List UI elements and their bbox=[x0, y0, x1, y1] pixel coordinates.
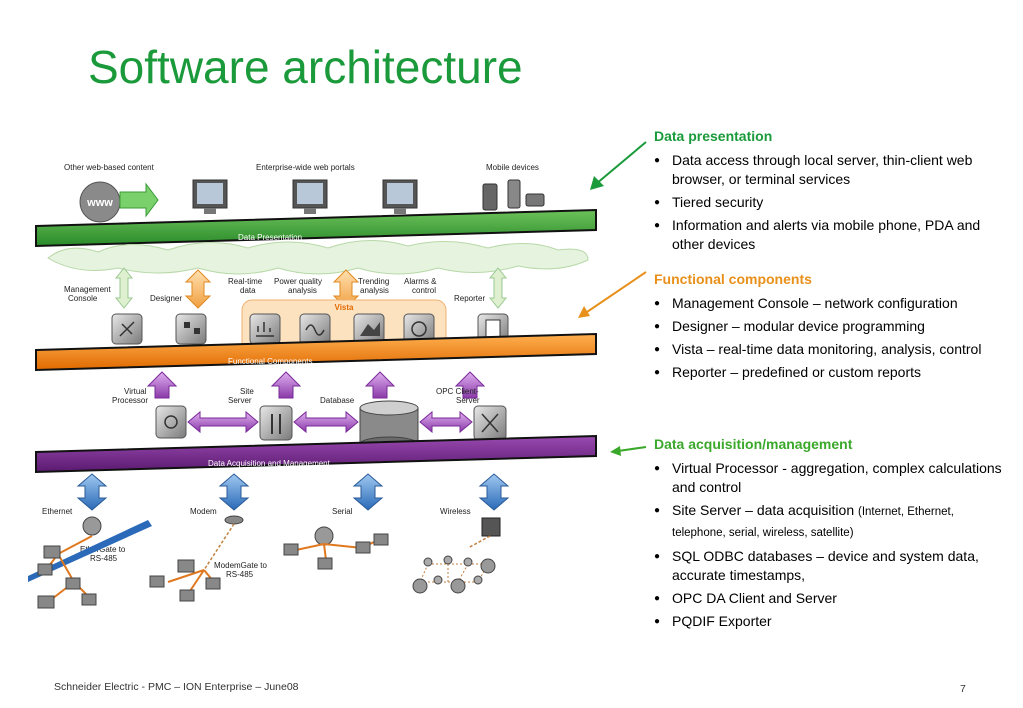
architecture-diagram: Other web-based content Enterprise-wide … bbox=[28, 163, 597, 609]
cube-site-server-icon bbox=[259, 405, 293, 441]
bullet-item: Tiered security bbox=[654, 193, 1004, 212]
svg-text:Data Presentation: Data Presentation bbox=[238, 233, 302, 242]
pointer-arrows bbox=[578, 141, 647, 456]
ethernet-network bbox=[28, 516, 152, 609]
arrow-purple-3 bbox=[364, 371, 396, 399]
modem-network bbox=[149, 515, 244, 602]
bullet-text: Site Server – data acquisition bbox=[672, 502, 858, 518]
bullet-note: (Internet, Ethernet, telephone, serial, … bbox=[672, 506, 954, 539]
arrow-green-reporter bbox=[488, 267, 508, 309]
arrow-horizontal-2 bbox=[293, 410, 359, 434]
label-mobile-devices: Mobile devices bbox=[486, 163, 539, 172]
label-reporter: Reporter bbox=[454, 294, 485, 303]
section-heading: Data presentation bbox=[654, 128, 773, 144]
slide-title: Software architecture bbox=[88, 41, 523, 93]
cloud-shape bbox=[47, 240, 589, 275]
mobile-devices-icon bbox=[482, 179, 545, 211]
section-data-presentation: Data presentation Data access through lo… bbox=[654, 127, 1004, 258]
bullet-item: OPC DA Client and Server bbox=[654, 589, 1004, 608]
section-data-acquisition: Data acquisition/management Virtual Proc… bbox=[654, 435, 1004, 635]
label-database: Database bbox=[320, 396, 355, 405]
bullet-item: SQL ODBC databases – device and system d… bbox=[654, 547, 1004, 585]
arrow-horizontal-3 bbox=[419, 410, 473, 434]
cube-virtual-processor-icon bbox=[155, 405, 187, 439]
section-functional-components: Functional components Management Console… bbox=[654, 270, 1004, 386]
label-modemgate-2: RS-485 bbox=[226, 570, 254, 579]
label-alarms-1: Alarms & bbox=[404, 277, 437, 286]
label-trending-1: Trending bbox=[358, 277, 389, 286]
arrow-orange-designer bbox=[184, 269, 212, 309]
label-power-quality-2: analysis bbox=[288, 286, 317, 295]
label-opc-2: Server bbox=[456, 396, 480, 405]
bullet-item: PQDIF Exporter bbox=[654, 612, 1004, 631]
section-heading: Functional components bbox=[654, 271, 812, 287]
cube-realtime-icon bbox=[249, 313, 281, 345]
wireless-network bbox=[412, 517, 501, 594]
label-trending-2: analysis bbox=[360, 286, 389, 295]
label-virtual-2: Processor bbox=[112, 396, 148, 405]
label-realtime-1: Real-time bbox=[228, 277, 263, 286]
arrow-purple-4 bbox=[454, 371, 486, 399]
label-wireless: Wireless bbox=[440, 507, 471, 516]
bullet-item: Data access through local server, thin-c… bbox=[654, 151, 1004, 189]
bullet-item: Reporter – predefined or custom reports bbox=[654, 363, 1004, 382]
monitor-icon bbox=[192, 179, 228, 214]
arrow-purple-1 bbox=[146, 371, 178, 399]
label-alarms-2: control bbox=[412, 286, 436, 295]
label-site-1: Site bbox=[240, 387, 254, 396]
arrow-blue-wireless bbox=[478, 473, 510, 511]
label-ethernet: Ethernet bbox=[42, 507, 73, 516]
label-vista: Vista bbox=[335, 303, 355, 312]
label-other-web-content: Other web-based content bbox=[64, 163, 155, 172]
page-number: 7 bbox=[960, 683, 966, 695]
label-modem: Modem bbox=[190, 507, 217, 516]
section-heading: Data acquisition/management bbox=[654, 436, 853, 452]
monitor-icon bbox=[382, 179, 418, 214]
label-power-quality-1: Power quality bbox=[274, 277, 322, 286]
bullet-item: Site Server – data acquisition (Internet… bbox=[654, 501, 1004, 543]
arrow-blue-ethernet bbox=[76, 473, 108, 511]
bullet-item: Vista – real-time data monitoring, analy… bbox=[654, 340, 1004, 359]
layer-functional-components: Functional Components bbox=[35, 332, 597, 372]
svg-text:www: www bbox=[86, 197, 113, 209]
cube-power-quality-icon bbox=[299, 313, 331, 345]
label-ethergate-2: RS-485 bbox=[90, 554, 118, 563]
arrow-pointer-leftgreen-icon bbox=[610, 446, 647, 456]
bullet-item: Management Console – network configurati… bbox=[654, 294, 1004, 313]
arrow-horizontal-1 bbox=[187, 410, 259, 434]
label-enterprise-portals: Enterprise-wide web portals bbox=[256, 163, 355, 172]
label-realtime-2: data bbox=[240, 286, 256, 295]
label-modemgate-1: ModemGate to bbox=[214, 561, 267, 570]
cube-designer-icon bbox=[175, 313, 207, 345]
layer-data-acquisition: Data Acquisition and Management bbox=[35, 434, 597, 474]
label-management-console-1: Management bbox=[64, 285, 111, 294]
arrow-blue-modem bbox=[218, 473, 250, 511]
bullet-item: Information and alerts via mobile phone,… bbox=[654, 216, 1004, 254]
cube-opc-icon bbox=[473, 405, 507, 441]
arrow-purple-2 bbox=[270, 371, 302, 399]
bullet-item: Virtual Processor - aggregation, complex… bbox=[654, 459, 1004, 497]
svg-text:Data Acquisition and Managemen: Data Acquisition and Management bbox=[208, 459, 331, 468]
bullet-item: Designer – modular device programming bbox=[654, 317, 1004, 336]
www-globe-icon: www bbox=[79, 181, 159, 223]
label-management-console-2: Console bbox=[68, 294, 98, 303]
label-ethergate-1: EtherGate to bbox=[80, 545, 126, 554]
label-opc-1: OPC Client- bbox=[436, 387, 479, 396]
footer-text: Schneider Electric - PMC – ION Enterpris… bbox=[54, 681, 299, 693]
arrow-pointer-green-icon bbox=[590, 141, 647, 190]
monitor-icon bbox=[292, 179, 328, 214]
cube-management-console-icon bbox=[111, 313, 143, 345]
layer-data-presentation: Data Presentation bbox=[35, 208, 597, 248]
label-serial: Serial bbox=[332, 507, 353, 516]
serial-network bbox=[283, 526, 389, 570]
arrow-blue-serial bbox=[352, 473, 384, 511]
label-site-2: Server bbox=[228, 396, 252, 405]
arrow-green-mgmt bbox=[114, 267, 134, 309]
arrow-pointer-orange-icon bbox=[578, 271, 647, 318]
label-designer: Designer bbox=[150, 294, 182, 303]
svg-text:Functional Components: Functional Components bbox=[228, 357, 313, 366]
label-virtual-1: Virtual bbox=[124, 387, 147, 396]
